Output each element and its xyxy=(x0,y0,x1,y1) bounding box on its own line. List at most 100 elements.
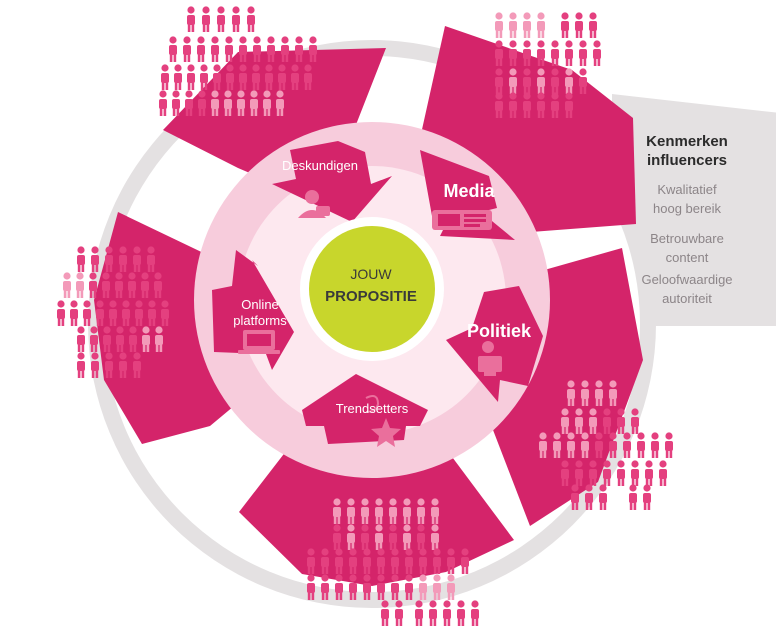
person-icon xyxy=(232,6,240,32)
person-icon xyxy=(617,408,625,434)
person-icon xyxy=(295,36,303,62)
person-icon xyxy=(133,352,141,378)
person-icon xyxy=(443,600,451,626)
person-icon xyxy=(213,64,221,90)
person-icon xyxy=(77,326,85,352)
person-icon xyxy=(471,600,479,626)
person-icon xyxy=(102,272,110,298)
person-icon xyxy=(431,524,439,550)
person-icon xyxy=(276,90,284,116)
person-icon xyxy=(537,68,545,94)
person-icon xyxy=(211,90,219,116)
person-icon xyxy=(509,12,517,38)
person-icon xyxy=(361,498,369,524)
person-icon xyxy=(571,484,579,510)
person-icon xyxy=(565,92,573,118)
person-icon xyxy=(211,36,219,62)
person-icon xyxy=(141,272,149,298)
person-icon xyxy=(349,548,357,574)
person-icon xyxy=(174,64,182,90)
person-icon xyxy=(307,574,315,600)
person-icon xyxy=(645,460,653,486)
person-icon xyxy=(119,352,127,378)
person-icon xyxy=(599,484,607,510)
person-icon xyxy=(197,36,205,62)
arrow-trendsetters xyxy=(302,374,428,444)
person-icon xyxy=(419,548,427,574)
person-icon xyxy=(405,548,413,574)
person-icon xyxy=(76,272,84,298)
person-icon xyxy=(239,64,247,90)
person-icon xyxy=(267,36,275,62)
expert-icon xyxy=(298,190,330,218)
person-icon xyxy=(415,600,423,626)
person-icon xyxy=(278,64,286,90)
person-icon xyxy=(309,36,317,62)
person-icon xyxy=(609,432,617,458)
segment-label-deskundigen: Deskundigen xyxy=(282,158,358,173)
person-icon xyxy=(523,12,531,38)
person-icon xyxy=(321,574,329,600)
person-icon xyxy=(537,12,545,38)
person-icon xyxy=(417,524,425,550)
person-icon xyxy=(643,484,651,510)
person-icon xyxy=(447,548,455,574)
person-icon xyxy=(567,380,575,406)
segment-label-media: Media xyxy=(443,181,495,201)
star-icon xyxy=(365,395,401,447)
person-icon xyxy=(405,574,413,600)
segment-label-politiek: Politiek xyxy=(466,321,532,341)
person-icon xyxy=(77,246,85,272)
person-icon xyxy=(281,36,289,62)
panel-title-line1: Kenmerken xyxy=(646,133,728,150)
person-icon xyxy=(609,380,617,406)
person-icon xyxy=(579,40,587,66)
person-icon xyxy=(304,64,312,90)
person-icon xyxy=(129,326,137,352)
center-label-line2: PROPOSITIE xyxy=(325,288,417,305)
person-icon xyxy=(461,548,469,574)
person-icon xyxy=(239,36,247,62)
person-icon xyxy=(187,6,195,32)
person-icon xyxy=(433,574,441,600)
person-icon xyxy=(575,460,583,486)
person-icon xyxy=(105,246,113,272)
person-icon xyxy=(200,64,208,90)
person-icon xyxy=(561,460,569,486)
person-icon xyxy=(135,300,143,326)
person-icon xyxy=(523,92,531,118)
person-icon xyxy=(147,246,155,272)
person-icon xyxy=(589,408,597,434)
person-icon xyxy=(265,64,273,90)
person-icon xyxy=(169,36,177,62)
person-icon xyxy=(115,272,123,298)
person-icon xyxy=(333,498,341,524)
person-icon xyxy=(391,574,399,600)
panel-item-content-line1: Betrouwbare xyxy=(650,231,724,246)
person-icon xyxy=(226,64,234,90)
panel-item-authority: Geloofwaardige autoriteit xyxy=(612,270,762,308)
person-icon xyxy=(161,64,169,90)
person-icon xyxy=(70,300,78,326)
person-icon xyxy=(349,574,357,600)
person-icon xyxy=(381,600,389,626)
person-icon xyxy=(595,380,603,406)
panel-item-authority-line1: Geloofwaardige xyxy=(641,272,733,287)
people-crowds xyxy=(57,6,673,626)
person-icon xyxy=(553,432,561,458)
panel-item-content-line2: content xyxy=(665,250,709,265)
panel-title: Kenmerken influencers xyxy=(612,132,762,170)
segment-label-online-line1: Online xyxy=(241,297,279,312)
person-icon xyxy=(237,90,245,116)
person-icon xyxy=(347,524,355,550)
person-icon xyxy=(116,326,124,352)
panel-item-reach: Kwalitatief hoog bereik xyxy=(612,180,762,218)
person-icon xyxy=(457,600,465,626)
person-icon xyxy=(159,90,167,116)
person-icon xyxy=(539,432,547,458)
person-icon xyxy=(375,498,383,524)
person-icon xyxy=(417,498,425,524)
center-circle xyxy=(309,226,435,352)
person-icon xyxy=(109,300,117,326)
